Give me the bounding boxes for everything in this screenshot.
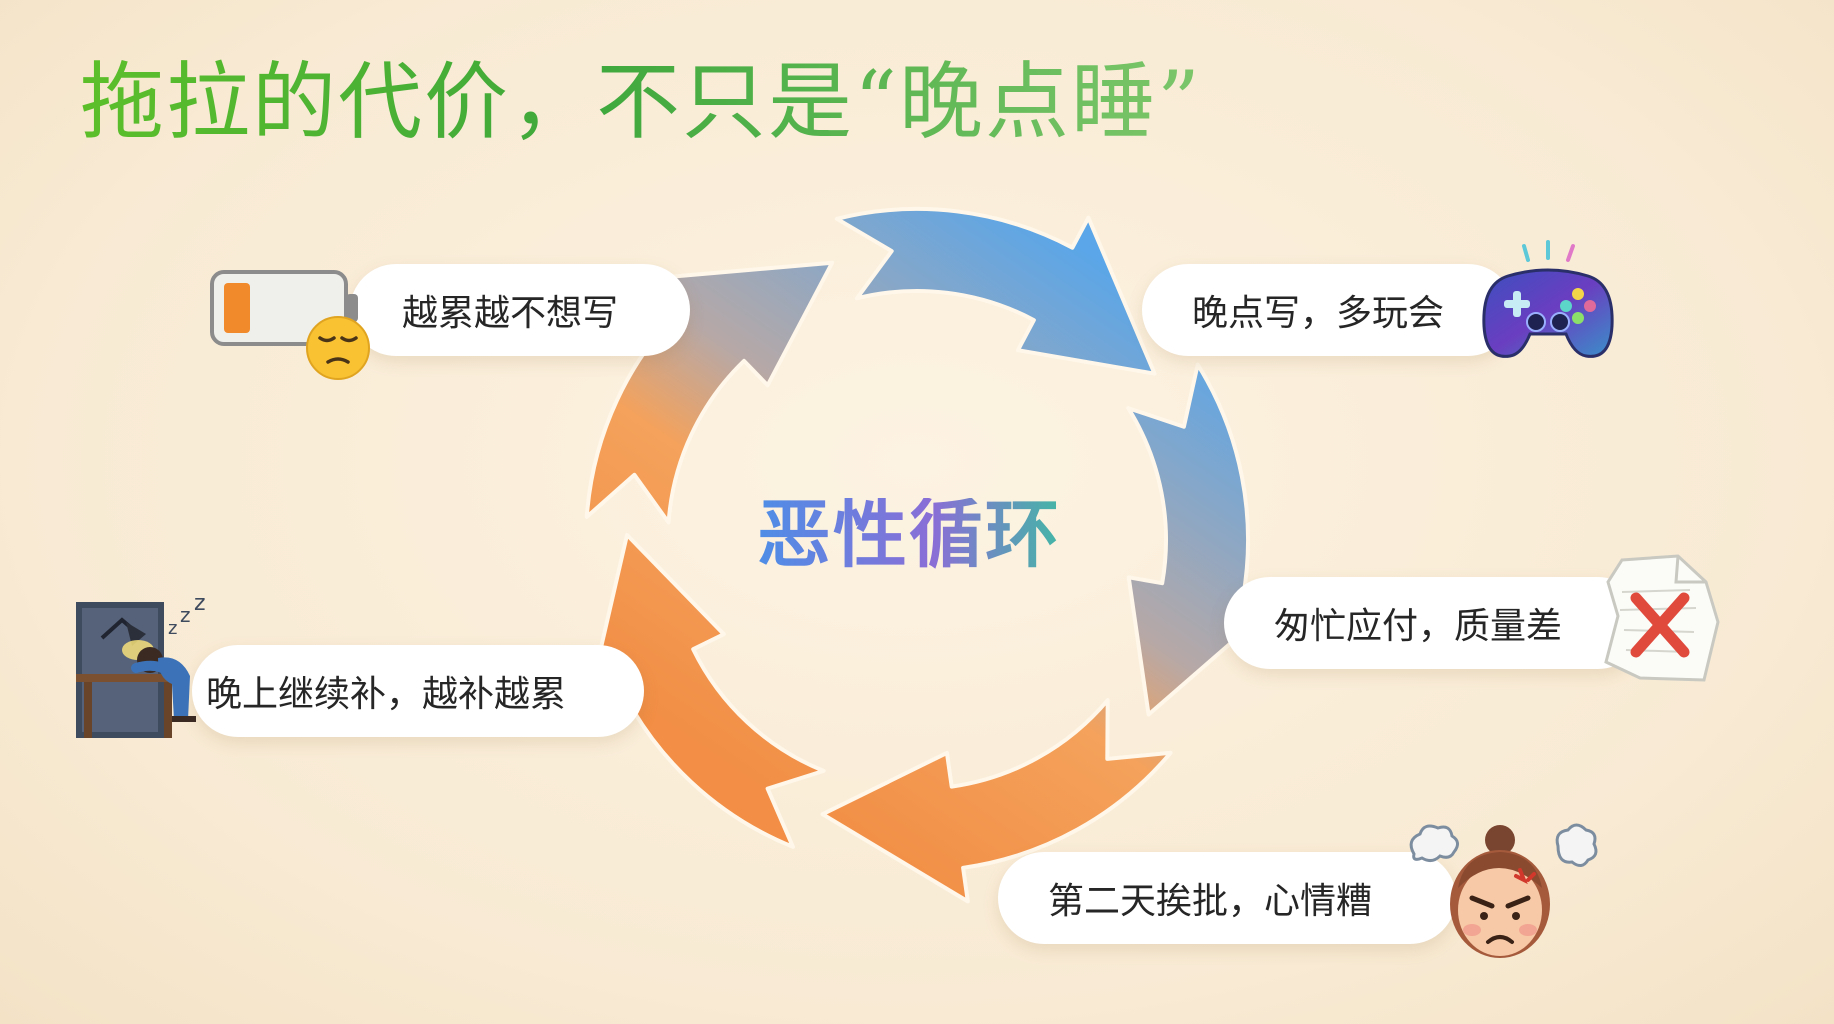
step-text: 第二天挨批，心情糟: [1048, 881, 1373, 922]
step-text: 晚上继续补，越补越累: [206, 674, 567, 715]
svg-text:z: z: [168, 618, 177, 639]
step-text: 匆忙应付，质量差: [1274, 606, 1563, 647]
cycle-arrows: [584, 206, 1279, 904]
cycle-arrow-3: [820, 698, 1173, 904]
step-card-rush-job: 匆忙应付，质量差: [1224, 577, 1644, 669]
svg-text:z: z: [194, 598, 206, 616]
cycle-center-label: 恶性循环: [757, 498, 1077, 572]
step-card-criticized: 第二天挨批，心情糟: [998, 852, 1456, 944]
step-card-too-tired: 越累越不想写: [350, 264, 690, 356]
crumpled-paper-x-icon: [1604, 554, 1720, 682]
game-controller-icon: [1482, 240, 1614, 358]
cycle-arrow-5: [584, 260, 835, 525]
cycle-arrow-4: [586, 532, 826, 849]
sleeping-at-desk-icon: z z z: [76, 598, 206, 738]
step-card-play-more: 晚点写，多玩会: [1142, 264, 1514, 356]
svg-text:z: z: [180, 603, 191, 627]
low-battery-sad-face-icon: [210, 270, 370, 380]
step-card-catch-up-at-night: 晚上继续补，越补越累: [192, 645, 644, 737]
step-text: 晚点写，多玩会: [1192, 293, 1445, 334]
cycle-arrow-1: [834, 206, 1157, 376]
page-title: 拖拉的代价，不只是“晚点睡”: [80, 53, 1202, 151]
step-text: 越累越不想写: [402, 293, 619, 334]
angry-face-icon: [1409, 823, 1598, 958]
